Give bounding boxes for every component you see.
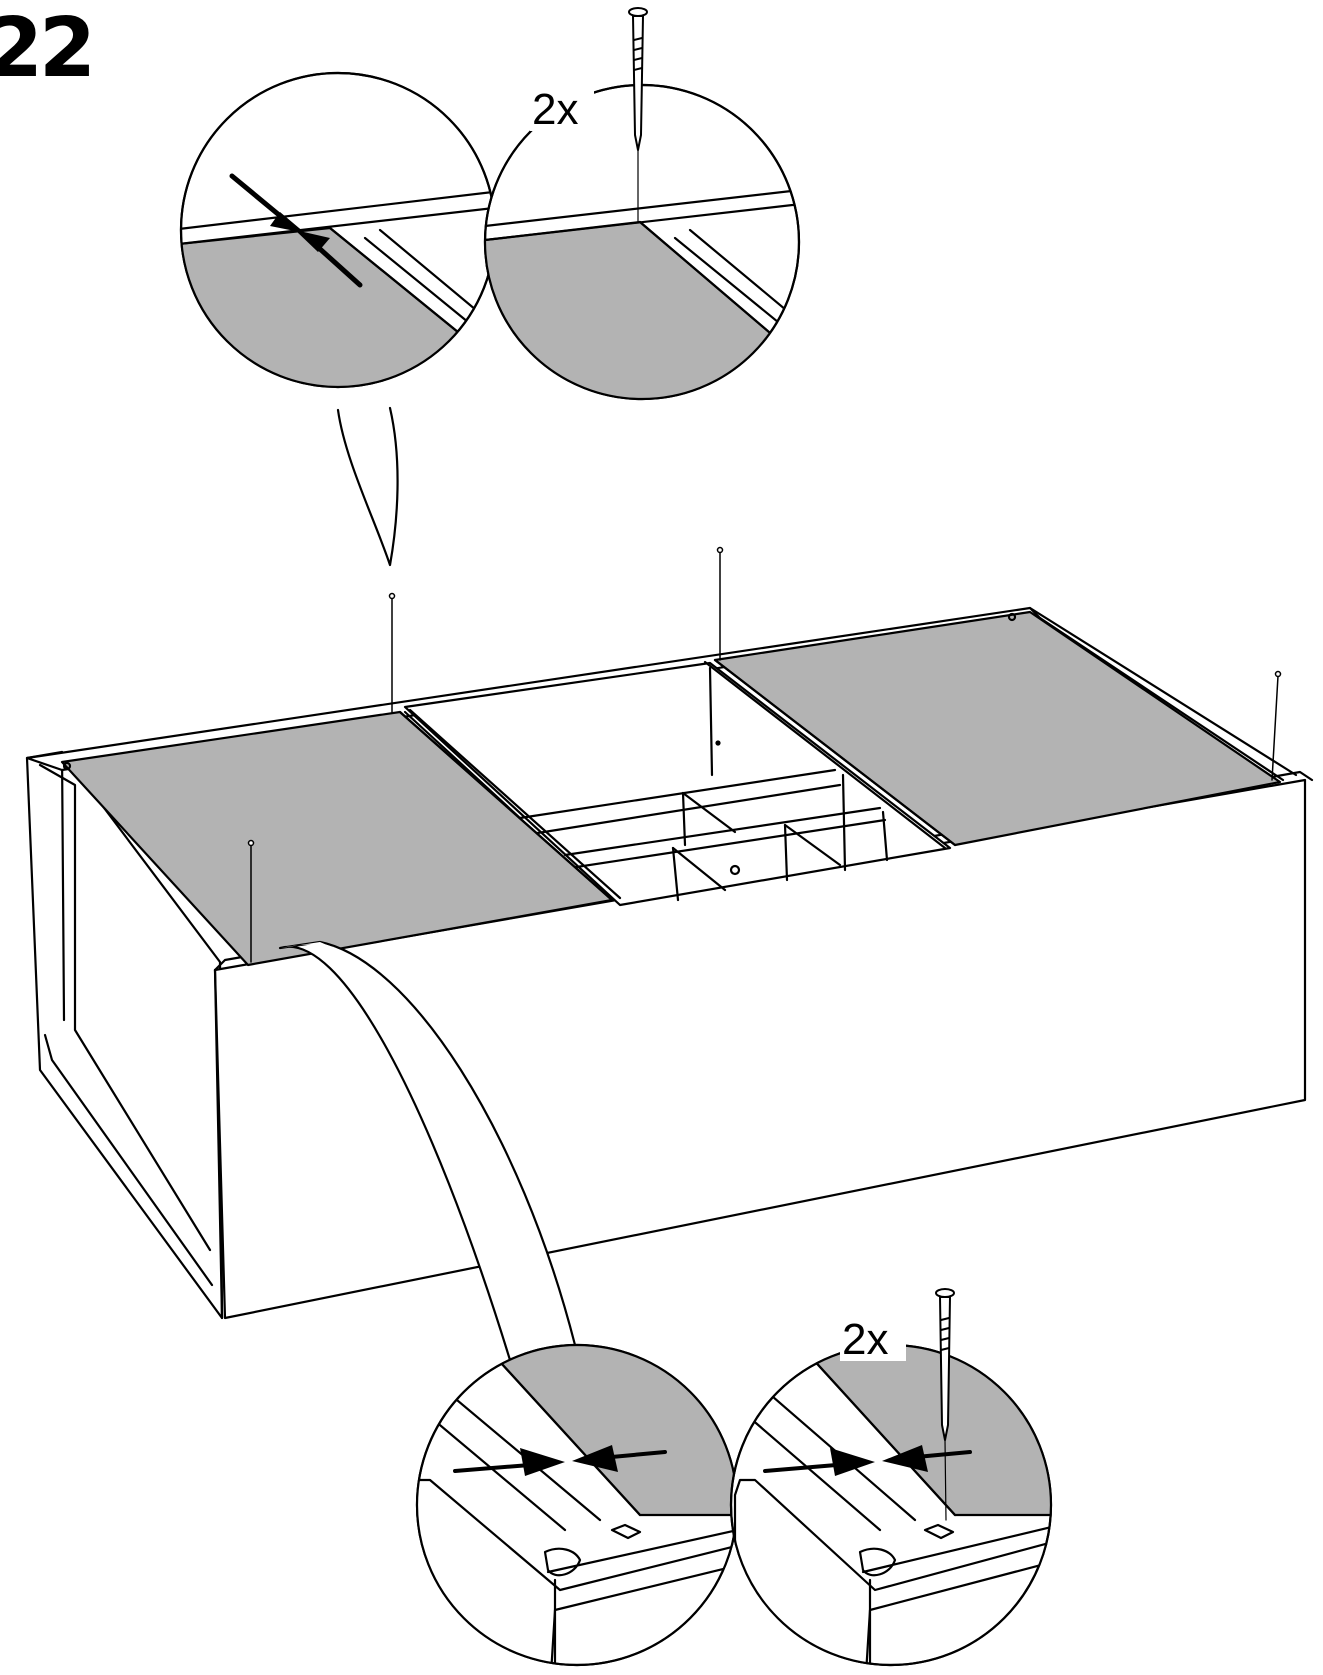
detail-circle-bottom-right xyxy=(729,1288,1053,1667)
quantity-label-top: 2x xyxy=(532,85,578,134)
callout-tail-top xyxy=(336,406,399,567)
nail-icon xyxy=(628,7,648,223)
detail-circle-top-right xyxy=(483,7,801,401)
open-compartment xyxy=(403,661,952,907)
detail-circle-bottom-left xyxy=(415,1343,739,1667)
nail-icon xyxy=(935,1288,955,1521)
detail-circle-top-left xyxy=(179,71,497,389)
quantity-label-bottom: 2x xyxy=(842,1315,888,1364)
step-number: 22 xyxy=(0,1,96,96)
nail-icon xyxy=(247,546,1282,963)
